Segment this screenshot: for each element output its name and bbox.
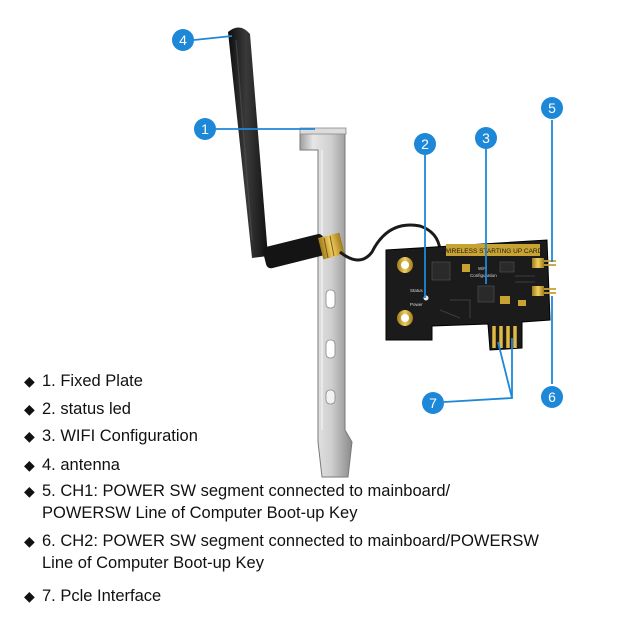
antenna <box>228 27 345 269</box>
callout-6: 6 <box>541 386 563 408</box>
svg-text:7: 7 <box>429 395 437 411</box>
ch1-connector <box>532 258 556 268</box>
callout-7: 7 <box>422 392 444 414</box>
callout-1: 1 <box>194 118 216 140</box>
svg-text:2: 2 <box>421 136 429 152</box>
callout-5: 5 <box>541 97 563 119</box>
fixed-plate <box>299 127 353 478</box>
card-status-label: Status <box>410 288 424 293</box>
svg-text:4: 4 <box>179 32 187 48</box>
svg-text:1: 1 <box>201 121 209 137</box>
card-wifi-label: WiFi <box>478 266 487 271</box>
callout-4: 4 <box>172 29 194 51</box>
callout-3: 3 <box>475 127 497 149</box>
svg-text:6: 6 <box>548 389 556 405</box>
callout-lines <box>193 35 553 403</box>
callout-2: 2 <box>414 133 436 155</box>
card-title: WIRELESS STARTING UP CARD <box>444 248 543 255</box>
pcie-gold-fingers <box>492 326 517 348</box>
svg-text:3: 3 <box>482 130 490 146</box>
svg-text:5: 5 <box>548 100 556 116</box>
card-config-label: Configuration <box>470 273 497 278</box>
ch2-connector <box>532 286 556 296</box>
antenna-cable <box>339 223 442 262</box>
card-power-label: Power <box>410 302 423 307</box>
pcie-card: WIRELESS STARTING UP CARD WiFi Configura… <box>385 239 556 351</box>
